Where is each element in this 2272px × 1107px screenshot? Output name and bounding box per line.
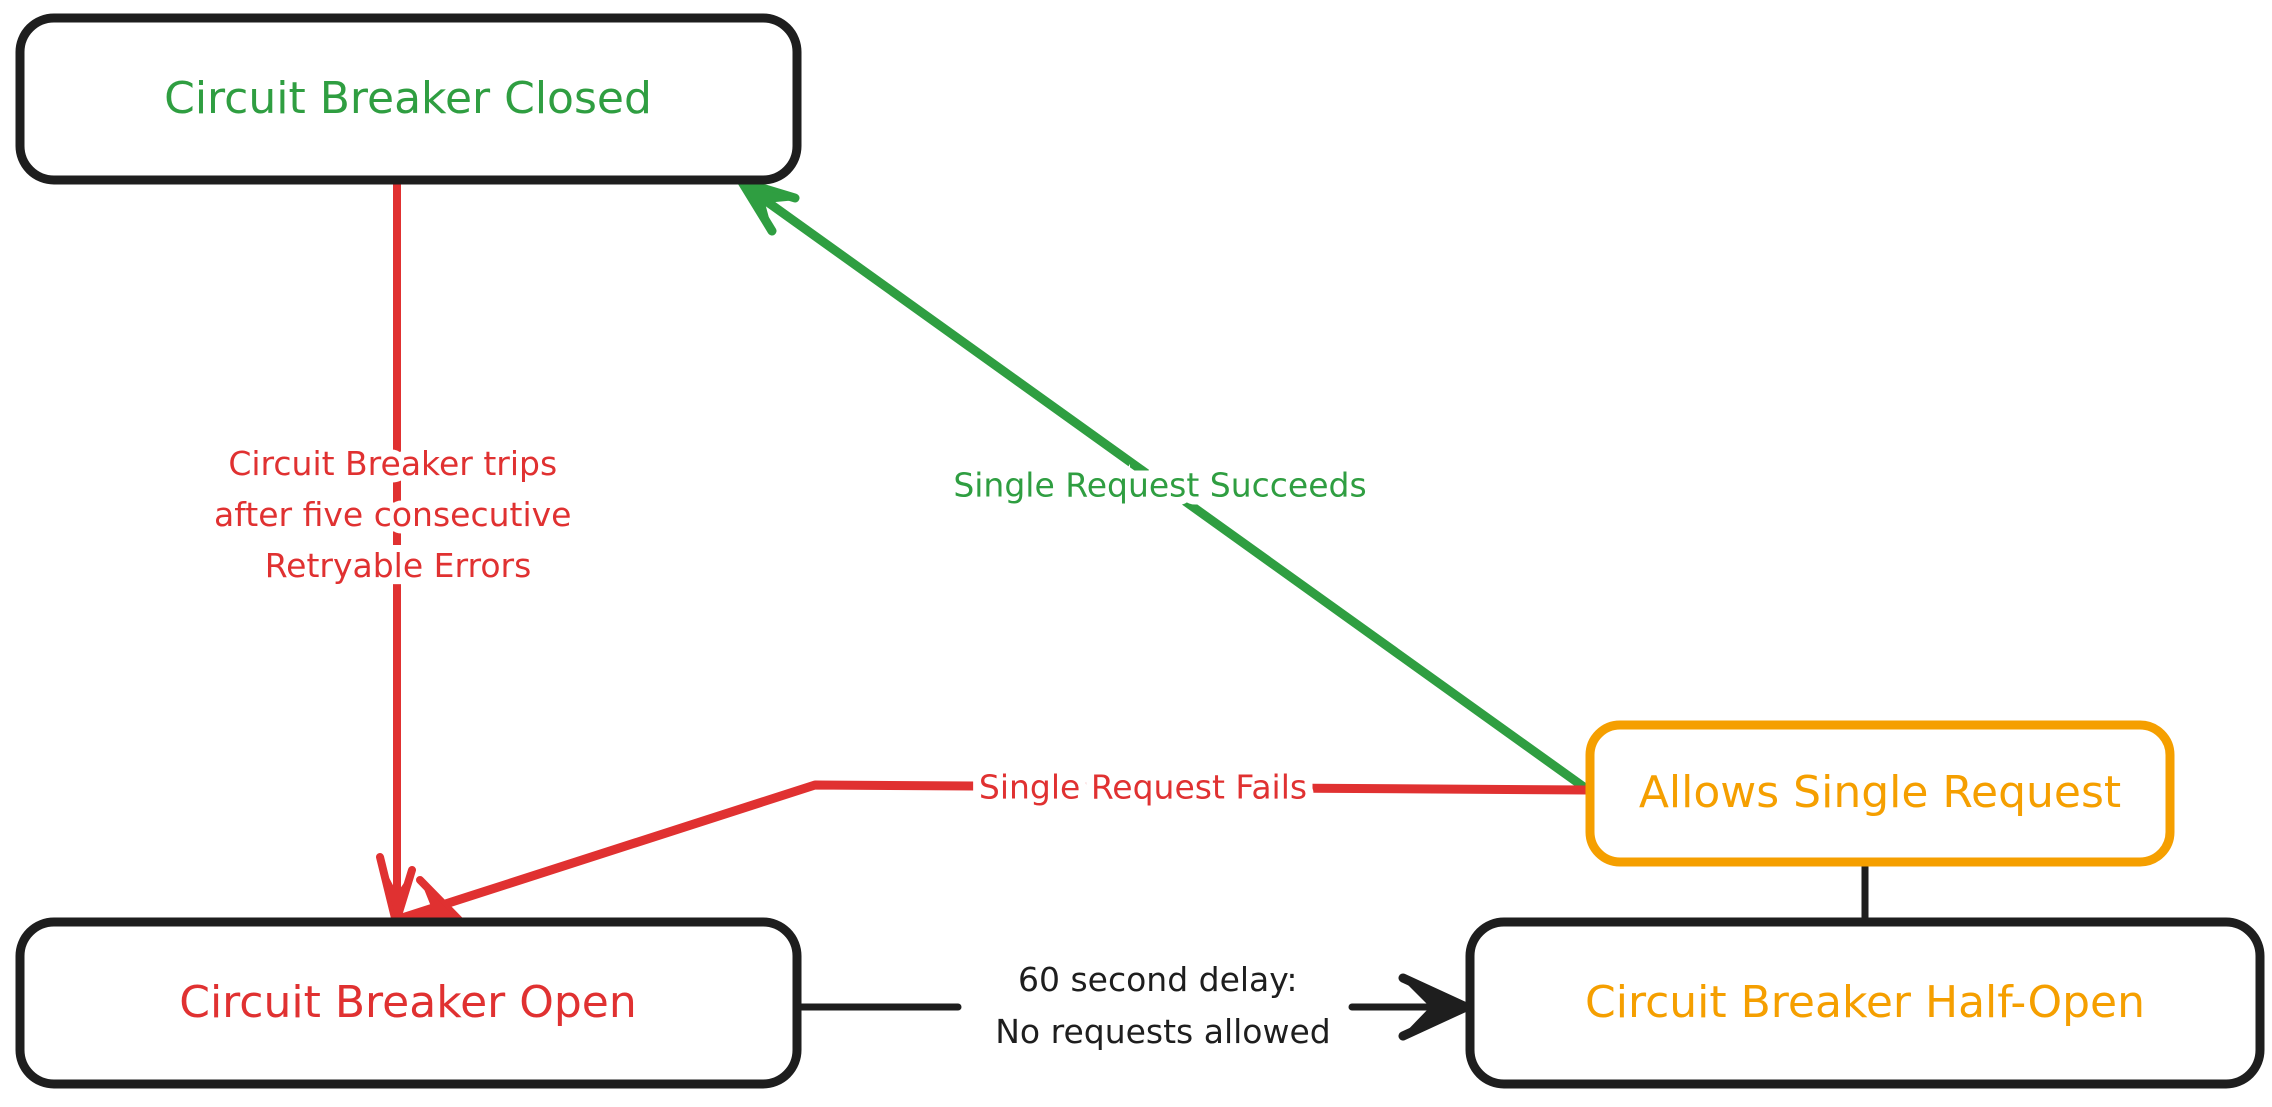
edge-label-line: Single Request Succeeds: [953, 466, 1366, 505]
node-closed-label: Circuit Breaker Closed: [164, 73, 652, 124]
edge-label-line: Retryable Errors: [265, 546, 532, 585]
node-allows-single-request[interactable]: Allows Single Request: [1585, 720, 2175, 867]
svg-text:Circuit Breaker trips: Circuit Breaker trips after five consecu…: [214, 444, 582, 585]
edge-label-allows-to-closed: Single Request Succeeds: [945, 458, 1374, 513]
edge-label-line: 60 second delay:: [1018, 960, 1298, 999]
edge-label-allows-to-open: Single Request Fails: [971, 760, 1315, 815]
edge-label-closed-to-open: Circuit Breaker trips after five consecu…: [207, 437, 582, 592]
edge-label-line: Single Request Fails: [979, 768, 1307, 807]
edge-label-open-to-half-open: 60 second delay: No requests allowed: [988, 953, 1337, 1058]
svg-text:60 second delay: No re: 60 second delay: No requests allowed: [995, 960, 1330, 1051]
node-open-box[interactable]: [15, 917, 802, 1089]
edge-label-line: Circuit Breaker trips: [228, 444, 557, 483]
node-allows-label: Allows Single Request: [1639, 767, 2121, 818]
edge-label-line: No requests allowed: [995, 1012, 1330, 1051]
node-circuit-breaker-open[interactable]: Circuit Breaker Open: [15, 917, 802, 1089]
node-half-open-box[interactable]: [1465, 917, 2265, 1089]
node-circuit-breaker-half-open[interactable]: Circuit Breaker Half-Open: [1465, 917, 2265, 1089]
node-allows-box[interactable]: [1585, 720, 2175, 867]
node-circuit-breaker-closed[interactable]: Circuit Breaker Closed: [15, 13, 802, 185]
node-half-open-label: Circuit Breaker Half-Open: [1585, 977, 2145, 1028]
node-closed-box[interactable]: [15, 13, 802, 185]
node-open-label: Circuit Breaker Open: [179, 977, 637, 1028]
edge-label-line: after five consecutive: [214, 495, 571, 534]
